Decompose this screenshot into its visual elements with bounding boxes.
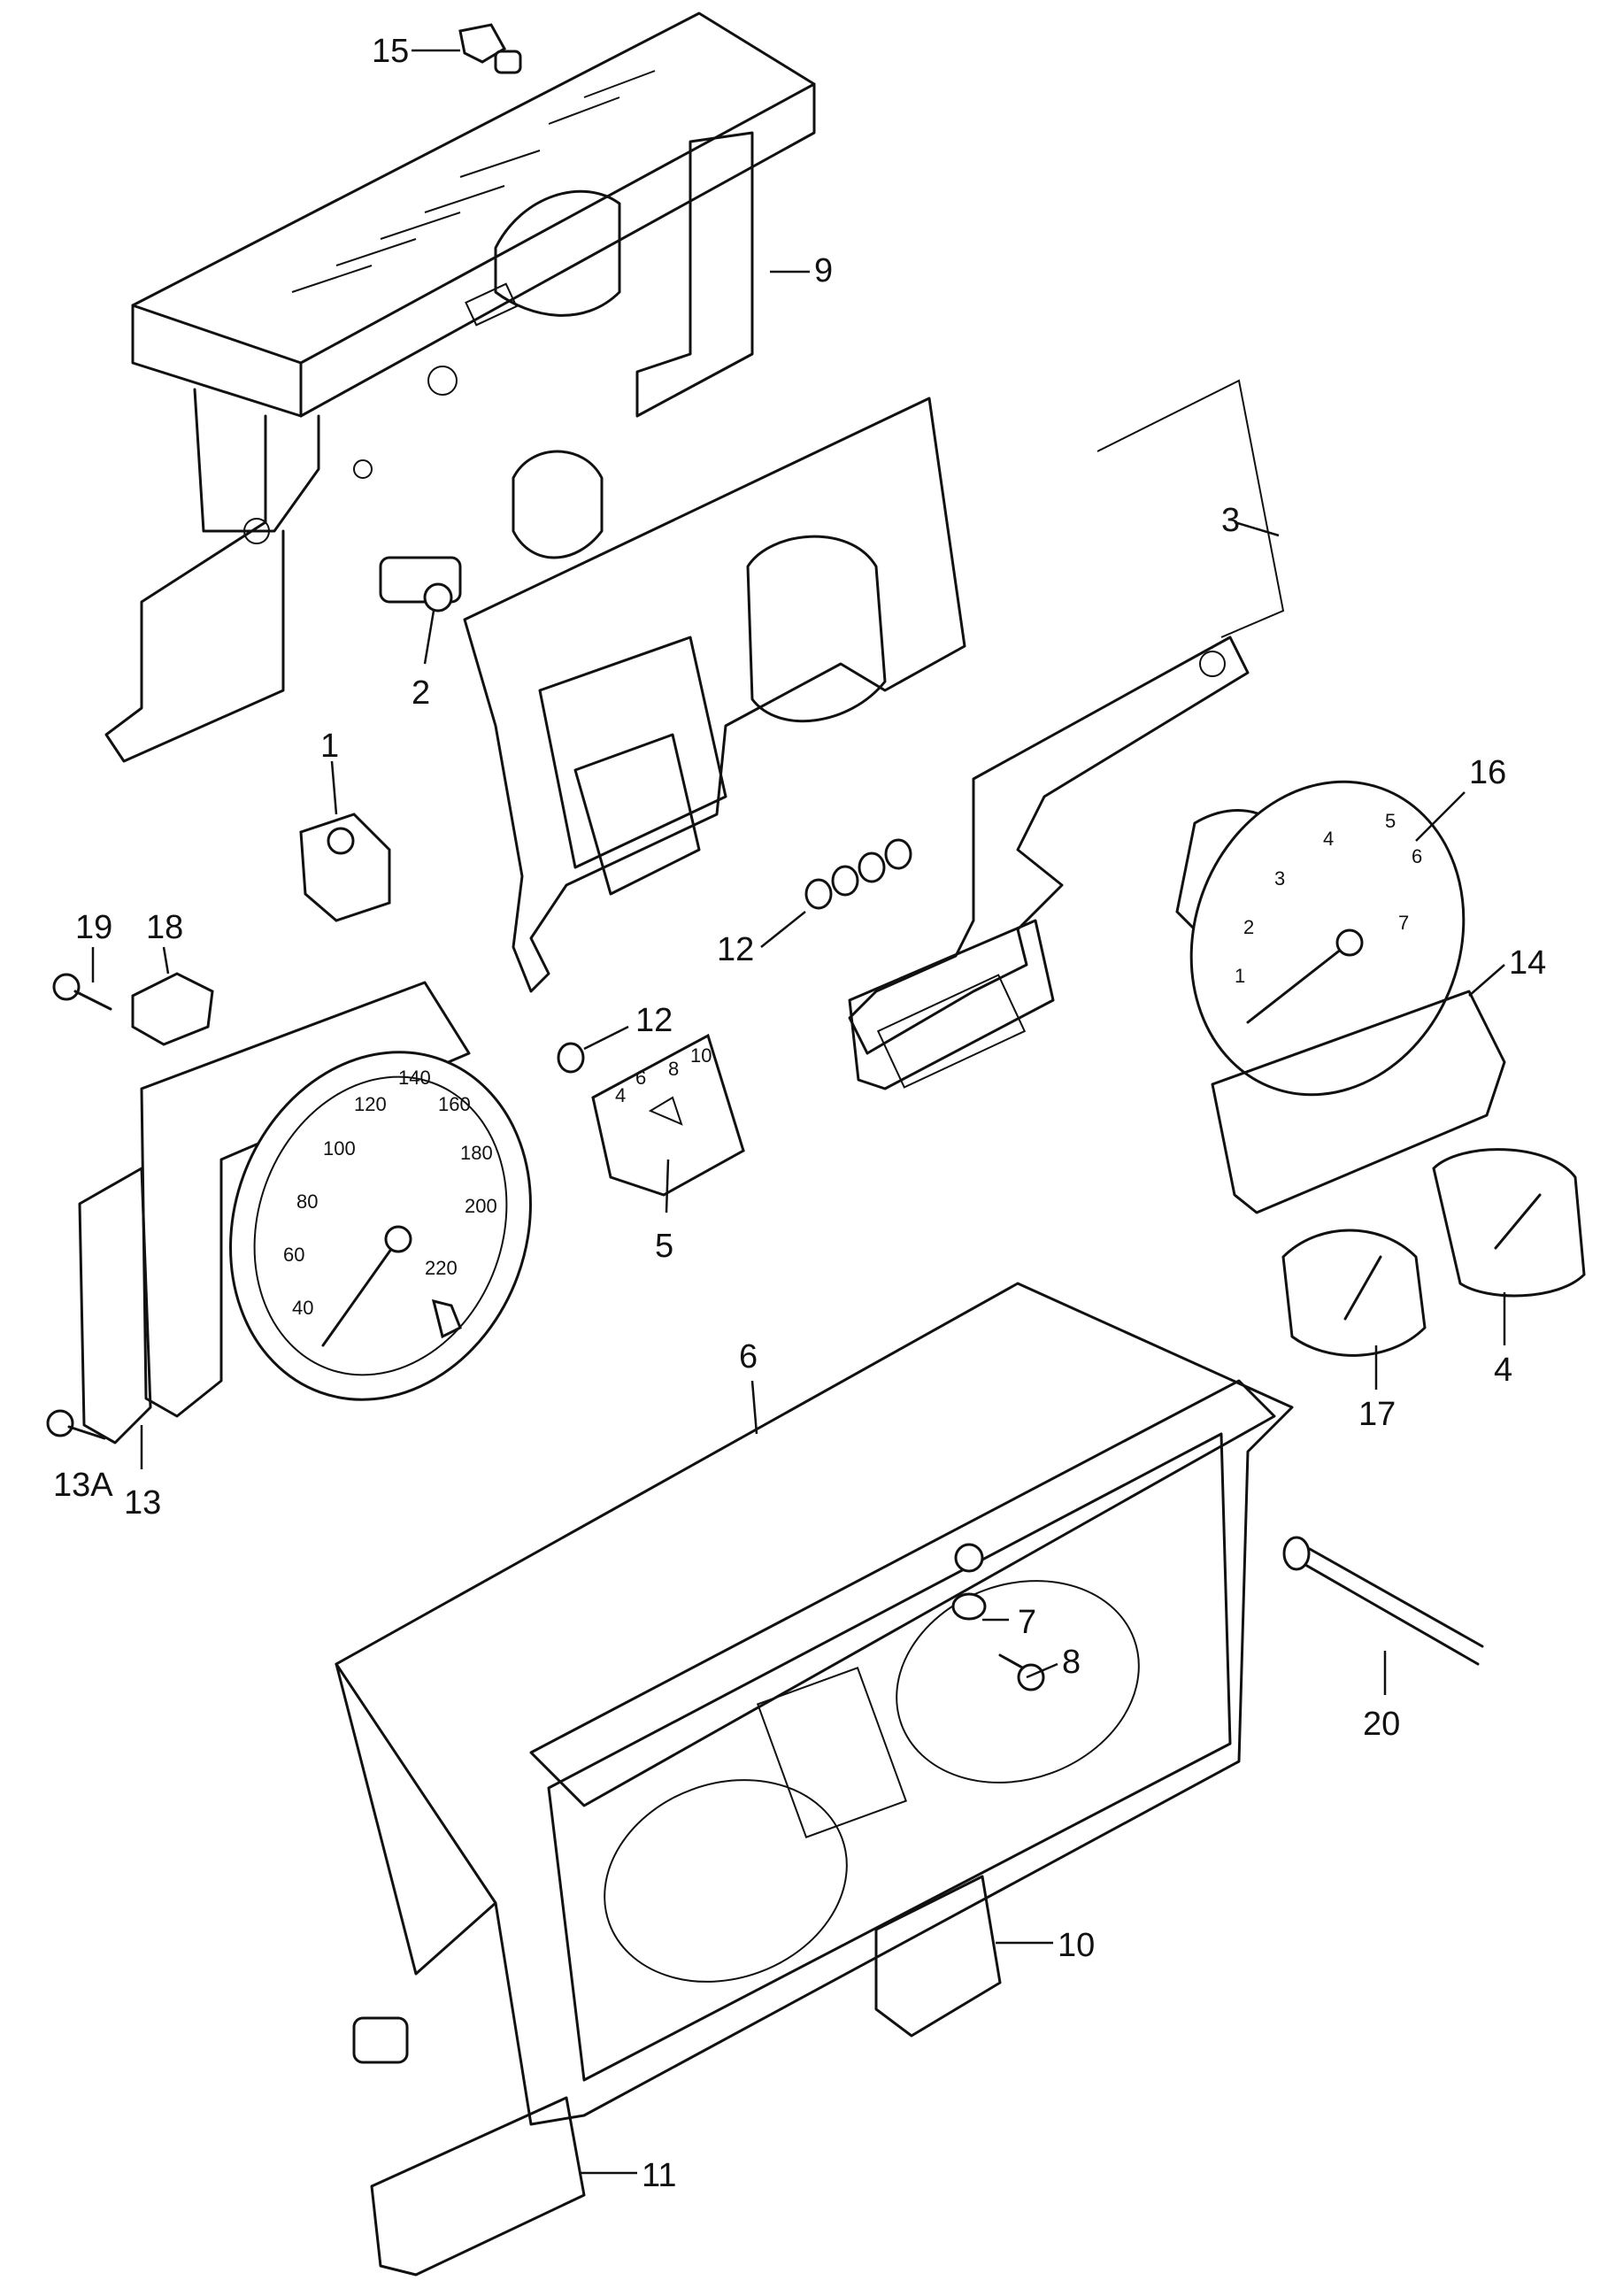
callout-3: 3 bbox=[1221, 502, 1240, 539]
part-17-fuel-gauge bbox=[1281, 1229, 1427, 1357]
part-4-temperature-gauge bbox=[1432, 1148, 1586, 1298]
callout-12-upper: 12 bbox=[717, 931, 754, 968]
tach-label-1: 1 bbox=[1235, 965, 1245, 987]
part-11-clip bbox=[370, 2096, 586, 2277]
callout-10: 10 bbox=[1058, 1927, 1095, 1964]
tach-label-3: 3 bbox=[1274, 867, 1285, 890]
part-20-trip-reset-shaft bbox=[1282, 1536, 1484, 1666]
callout-1: 1 bbox=[320, 728, 339, 765]
part-14-backing-plate bbox=[1211, 990, 1506, 1214]
part-12-bulbs-upper bbox=[804, 838, 912, 910]
speedo-label-220: 220 bbox=[425, 1257, 458, 1279]
speedo-label-80: 80 bbox=[296, 1190, 318, 1213]
speedometer-dial-numbers: 40 60 80 100 120 140 160 180 200 220 bbox=[283, 1067, 497, 1319]
speedo-label-100: 100 bbox=[323, 1137, 356, 1160]
part-12-bulb-lower bbox=[557, 1042, 585, 1074]
part-15-bulb-holder bbox=[458, 23, 522, 74]
callout-labels: 15 9 3 2 1 16 19 18 12 14 12 5 6 4 17 13… bbox=[53, 33, 1546, 2194]
callout-20: 20 bbox=[1363, 1706, 1400, 1743]
part-5-small-gauge bbox=[591, 1033, 745, 1197]
speedo-label-60: 60 bbox=[283, 1244, 304, 1266]
callout-13A: 13A bbox=[53, 1467, 113, 1504]
gauge5-label-6: 6 bbox=[635, 1067, 646, 1089]
tachometer-dial-numbers: 1 2 3 4 5 6 7 bbox=[1235, 810, 1422, 987]
part-1-switch bbox=[299, 813, 391, 922]
callout-8: 8 bbox=[1062, 1644, 1081, 1681]
speedo-label-180: 180 bbox=[460, 1142, 493, 1164]
part-16-tachometer bbox=[1175, 780, 1466, 1097]
part-19-screw bbox=[52, 973, 112, 1011]
part-3-circuit-board bbox=[463, 379, 1285, 1090]
tach-label-2: 2 bbox=[1243, 916, 1254, 938]
callout-18: 18 bbox=[146, 909, 183, 946]
tach-label-5: 5 bbox=[1385, 810, 1396, 832]
callout-5: 5 bbox=[655, 1228, 673, 1265]
tach-label-6: 6 bbox=[1412, 845, 1422, 867]
tach-label-4: 4 bbox=[1323, 828, 1334, 850]
callout-16: 16 bbox=[1469, 754, 1506, 791]
callout-17: 17 bbox=[1358, 1396, 1396, 1433]
callout-2: 2 bbox=[412, 674, 430, 712]
speedo-label-140: 140 bbox=[398, 1067, 431, 1089]
callout-4: 4 bbox=[1494, 1352, 1512, 1389]
gauge5-label-4: 4 bbox=[615, 1084, 626, 1106]
speedo-label-160: 160 bbox=[438, 1093, 471, 1115]
knob bbox=[352, 2016, 409, 2064]
speedo-label-40: 40 bbox=[292, 1297, 313, 1319]
part-7-washer bbox=[951, 1592, 987, 1621]
part-10-clip bbox=[874, 1875, 1002, 2038]
callout-19: 19 bbox=[75, 909, 112, 946]
gauge5-label-10: 10 bbox=[690, 1044, 712, 1067]
callout-11: 11 bbox=[642, 2157, 676, 2194]
part-13-speedometer bbox=[78, 981, 532, 1445]
callout-12-lower: 12 bbox=[635, 1002, 673, 1039]
speedo-label-120: 120 bbox=[354, 1093, 387, 1115]
callout-6: 6 bbox=[739, 1338, 758, 1375]
part-13A-screw bbox=[46, 1409, 106, 1440]
gauge5-dial-numbers: 4 6 8 10 bbox=[615, 1044, 712, 1106]
callout-9: 9 bbox=[814, 252, 833, 289]
part-18-connector bbox=[131, 972, 214, 1046]
callout-13: 13 bbox=[124, 1484, 161, 1522]
part-2-dimmer bbox=[379, 450, 604, 613]
callout-15: 15 bbox=[372, 33, 409, 70]
callout-7: 7 bbox=[1018, 1604, 1036, 1641]
tach-label-7: 7 bbox=[1398, 912, 1409, 934]
gauge5-label-8: 8 bbox=[668, 1058, 679, 1080]
leader-lines bbox=[91, 49, 1506, 2175]
callout-14: 14 bbox=[1509, 944, 1546, 982]
speedo-label-200: 200 bbox=[465, 1195, 497, 1217]
part-9-cover-plate bbox=[104, 12, 816, 763]
part-6-housing bbox=[335, 1282, 1294, 2126]
